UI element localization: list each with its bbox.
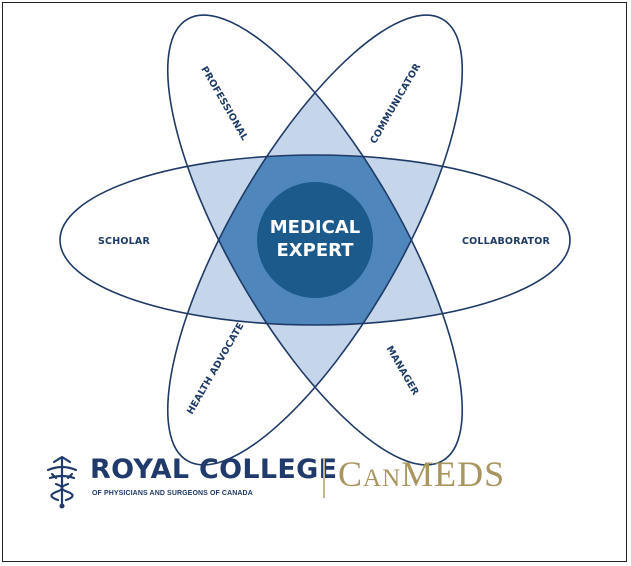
label-collaborator: COLLABORATOR: [462, 236, 551, 247]
royal-college-crest-icon: [46, 455, 78, 509]
logo-divider: [323, 458, 325, 498]
label-scholar: SCHOLAR: [98, 236, 150, 247]
medical-expert-core: [257, 182, 373, 298]
center-label-line2: EXPERT: [277, 240, 355, 261]
branding-bar: ROYAL COLLEGE OF PHYSICIANS AND SURGEONS…: [42, 452, 602, 512]
framework-name: CanMEDS: [338, 454, 506, 494]
center-label-line1: MEDICAL: [270, 217, 360, 238]
org-subtitle: OF PHYSICIANS AND SURGEONS OF CANADA: [92, 490, 253, 497]
org-name: ROYAL COLLEGE: [90, 454, 338, 485]
